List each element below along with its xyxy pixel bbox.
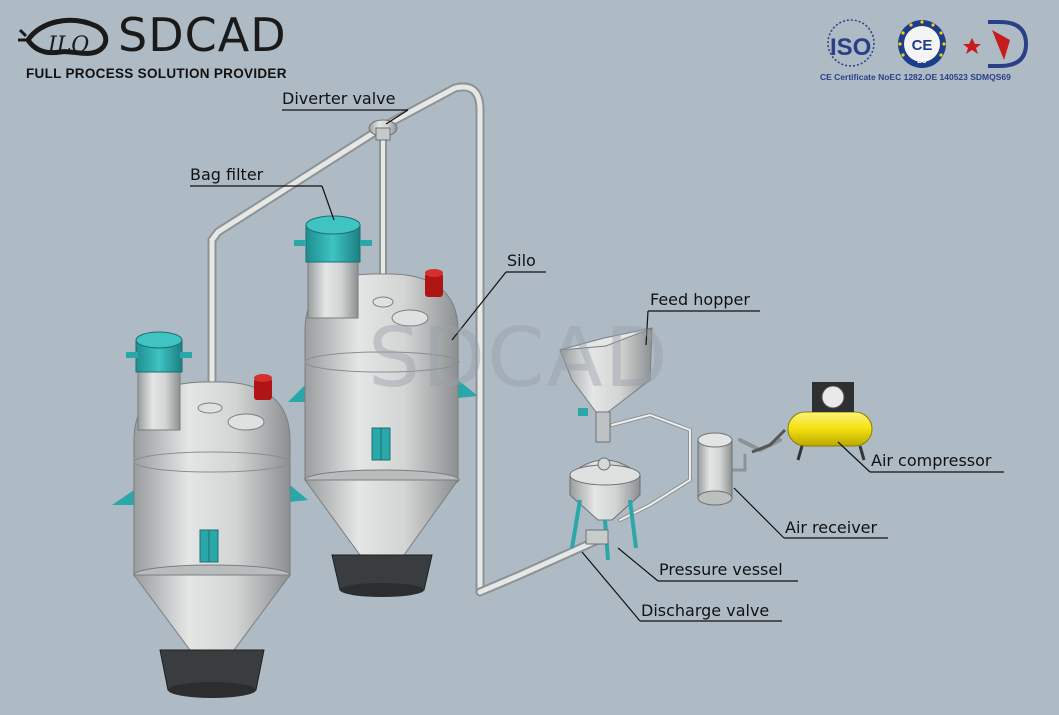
diverter-valve: [368, 119, 398, 141]
label-air-receiver: Air receiver: [785, 518, 878, 537]
brand-name: SDCAD: [118, 8, 287, 62]
iso-badge-text: ISO: [830, 34, 871, 61]
ce-badge-text: CE: [912, 37, 933, 54]
ce-eu-badge-icon: [898, 20, 946, 68]
conveying-pipeline: [207, 82, 782, 597]
label-pressure-vessel: Pressure vessel: [659, 560, 783, 579]
label-feed-hopper: Feed hopper: [650, 290, 750, 309]
label-silo: Silo: [507, 251, 536, 270]
air-receiver: [697, 432, 733, 506]
sdmqs-logo-icon: [963, 20, 1029, 68]
bag-filter-left: [126, 331, 192, 431]
eu-badge-text: EU: [917, 58, 927, 65]
label-air-compressor: Air compressor: [871, 451, 992, 470]
label-diverter-valve: Diverter valve: [282, 89, 396, 108]
pressure-vessel: [569, 457, 641, 561]
discharge-valve-unit: [585, 529, 609, 545]
certificate-caption: CE Certificate NoEC 1282.OE 140523 SDMQS…: [820, 72, 1011, 82]
silo-left: [112, 374, 308, 698]
sdcad-logo-icon: ILO: [18, 17, 109, 58]
svg-text:ILO: ILO: [47, 33, 89, 58]
label-bag-filter: Bag filter: [190, 165, 264, 184]
silo-right: [288, 269, 478, 597]
feed-hopper: [559, 327, 653, 443]
watermark: SDCAD: [368, 311, 670, 406]
leader-lines: [190, 109, 1004, 622]
air-compressor: [751, 382, 873, 461]
brand-tagline: FULL PROCESS SOLUTION PROVIDER: [26, 66, 287, 81]
label-discharge-valve: Discharge valve: [641, 601, 770, 620]
iso-badge-icon: [827, 19, 875, 67]
